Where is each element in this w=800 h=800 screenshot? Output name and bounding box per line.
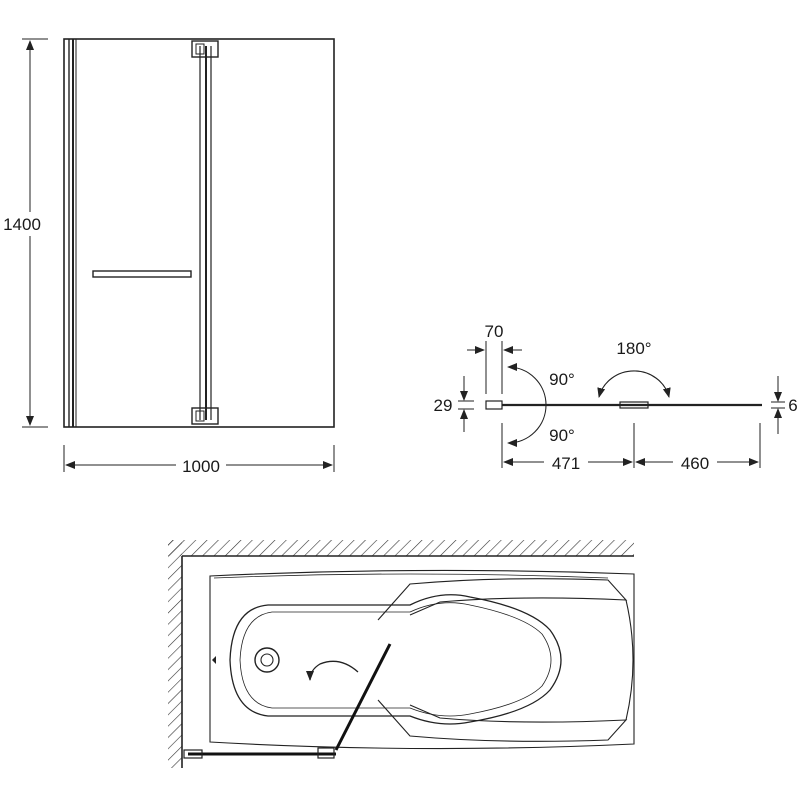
wall-profile bbox=[485, 400, 503, 410]
swing-arc-180 bbox=[597, 370, 671, 398]
angle-90-top-label: 90° bbox=[549, 370, 575, 389]
bathtub-top-view bbox=[168, 540, 635, 768]
height-label: 1400 bbox=[3, 215, 41, 234]
drain-icon bbox=[254, 647, 280, 673]
drain-inner bbox=[260, 653, 274, 667]
wall-hatch-left bbox=[168, 540, 182, 768]
tub-head-wing-top bbox=[377, 578, 628, 621]
bottom-hinge bbox=[191, 407, 219, 425]
width-label: 1000 bbox=[182, 457, 220, 476]
swing-arc-90 bbox=[507, 363, 547, 447]
front-view: 1400 1000 bbox=[0, 38, 335, 477]
rotation-arrow-icon bbox=[306, 660, 359, 681]
screen-wall-profile bbox=[183, 749, 203, 759]
plan-view: 70 29 6 90° 90° 180° 471 460 bbox=[434, 322, 798, 473]
screen-swing-panel bbox=[334, 643, 392, 751]
screen-outline bbox=[63, 38, 335, 428]
dim-70-label: 70 bbox=[485, 322, 504, 341]
dim-471-label: 471 bbox=[552, 454, 580, 473]
tub-rim bbox=[209, 569, 635, 750]
towel-rail bbox=[92, 270, 192, 278]
tub-basin bbox=[229, 594, 562, 725]
top-hinge bbox=[191, 40, 219, 58]
screen-hinge-block bbox=[317, 747, 335, 759]
tub-head-wing-bottom bbox=[377, 699, 628, 742]
wall-hatch-top bbox=[168, 540, 634, 556]
tub-rim-edge bbox=[213, 573, 609, 579]
bottom-hinge-plate bbox=[195, 410, 205, 422]
rim-marker bbox=[212, 656, 216, 664]
angle-180-label: 180° bbox=[616, 339, 651, 358]
dim-6-label: 6 bbox=[788, 396, 797, 415]
top-hinge-plate bbox=[195, 43, 205, 55]
tub-head-end bbox=[625, 599, 634, 721]
dim-460-label: 460 bbox=[681, 454, 709, 473]
dim-29-label: 29 bbox=[434, 396, 453, 415]
hinge-plan bbox=[619, 401, 649, 409]
tub-basin-inner bbox=[239, 602, 552, 717]
angle-90-bottom-label: 90° bbox=[549, 426, 575, 445]
